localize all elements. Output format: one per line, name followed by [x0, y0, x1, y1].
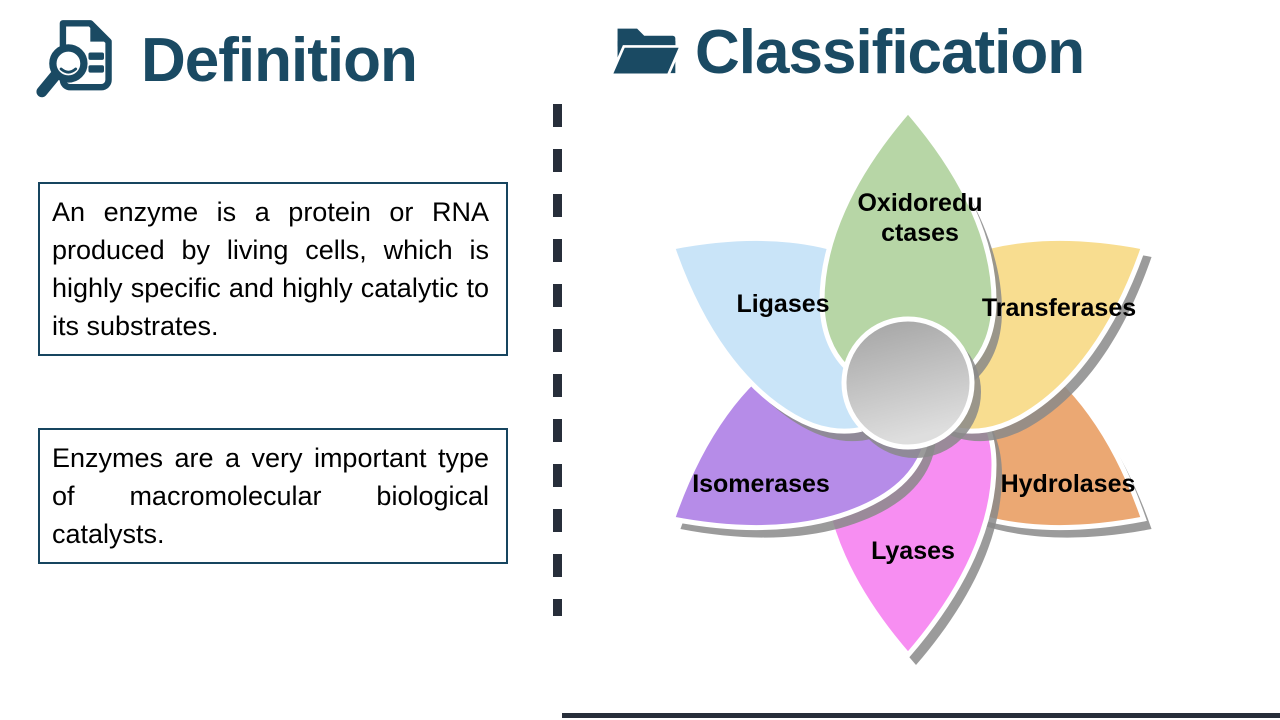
definition-header: Definition — [33, 16, 418, 105]
petal-label-transferases: Transferases — [981, 294, 1137, 322]
enzyme-flower-diagram — [598, 78, 1195, 665]
document-magnifier-icon — [33, 16, 133, 105]
petal-label-isomerases: Isomerases — [692, 470, 830, 498]
open-folder-icon — [605, 18, 687, 87]
definition-paragraph-2: Enzymes are a very important type of mac… — [52, 443, 489, 549]
petal-label-oxidoreductases: Oxidoredu ctases — [857, 189, 983, 247]
petal-label-ligases: Ligases — [736, 290, 830, 318]
classification-header: Classification — [605, 17, 1085, 87]
bottom-rule — [562, 713, 1280, 718]
center-circle — [841, 316, 975, 450]
dashed-divider — [553, 104, 562, 616]
classification-title: Classification — [695, 17, 1085, 87]
petal-label-lyases: Lyases — [871, 537, 955, 565]
petal-label-hydrolases: Hydrolases — [1000, 470, 1136, 498]
definition-title: Definition — [141, 25, 418, 95]
definition-box-1: An enzyme is a protein or RNA produced b… — [38, 182, 508, 356]
definition-paragraph-1: An enzyme is a protein or RNA produced b… — [52, 197, 489, 341]
definition-box-2: Enzymes are a very important type of mac… — [38, 428, 508, 564]
